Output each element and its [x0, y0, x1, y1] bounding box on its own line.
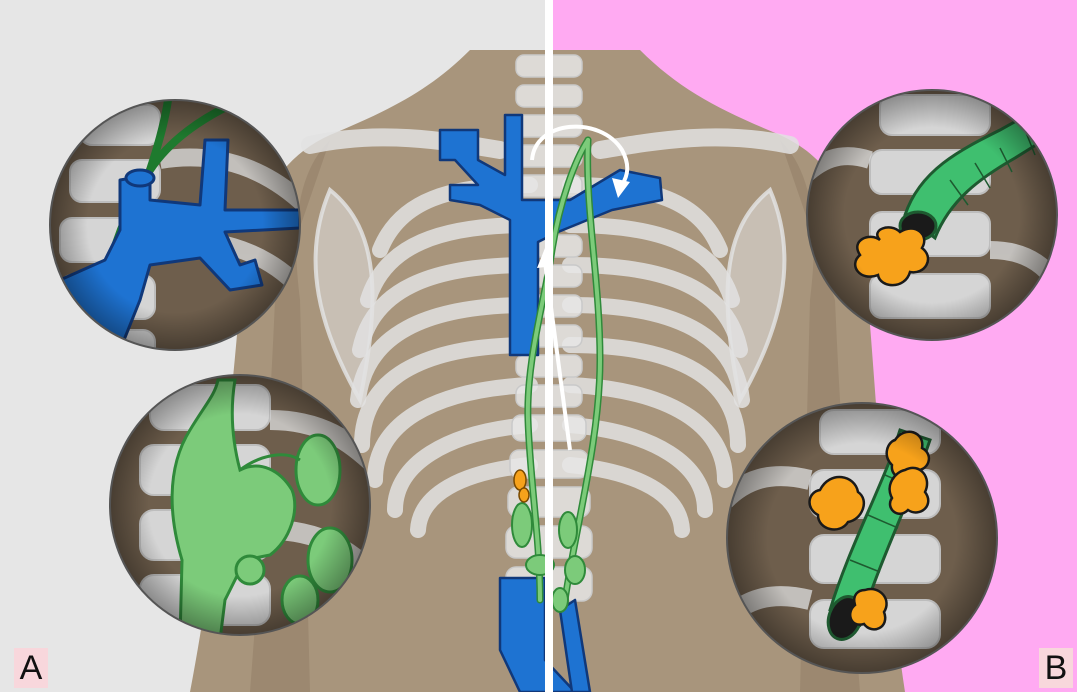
panel-label-a: A [14, 648, 48, 688]
panel-label-b: B [1039, 648, 1073, 688]
panel-divider [545, 0, 553, 692]
inset-duct-compression [725, 403, 997, 673]
